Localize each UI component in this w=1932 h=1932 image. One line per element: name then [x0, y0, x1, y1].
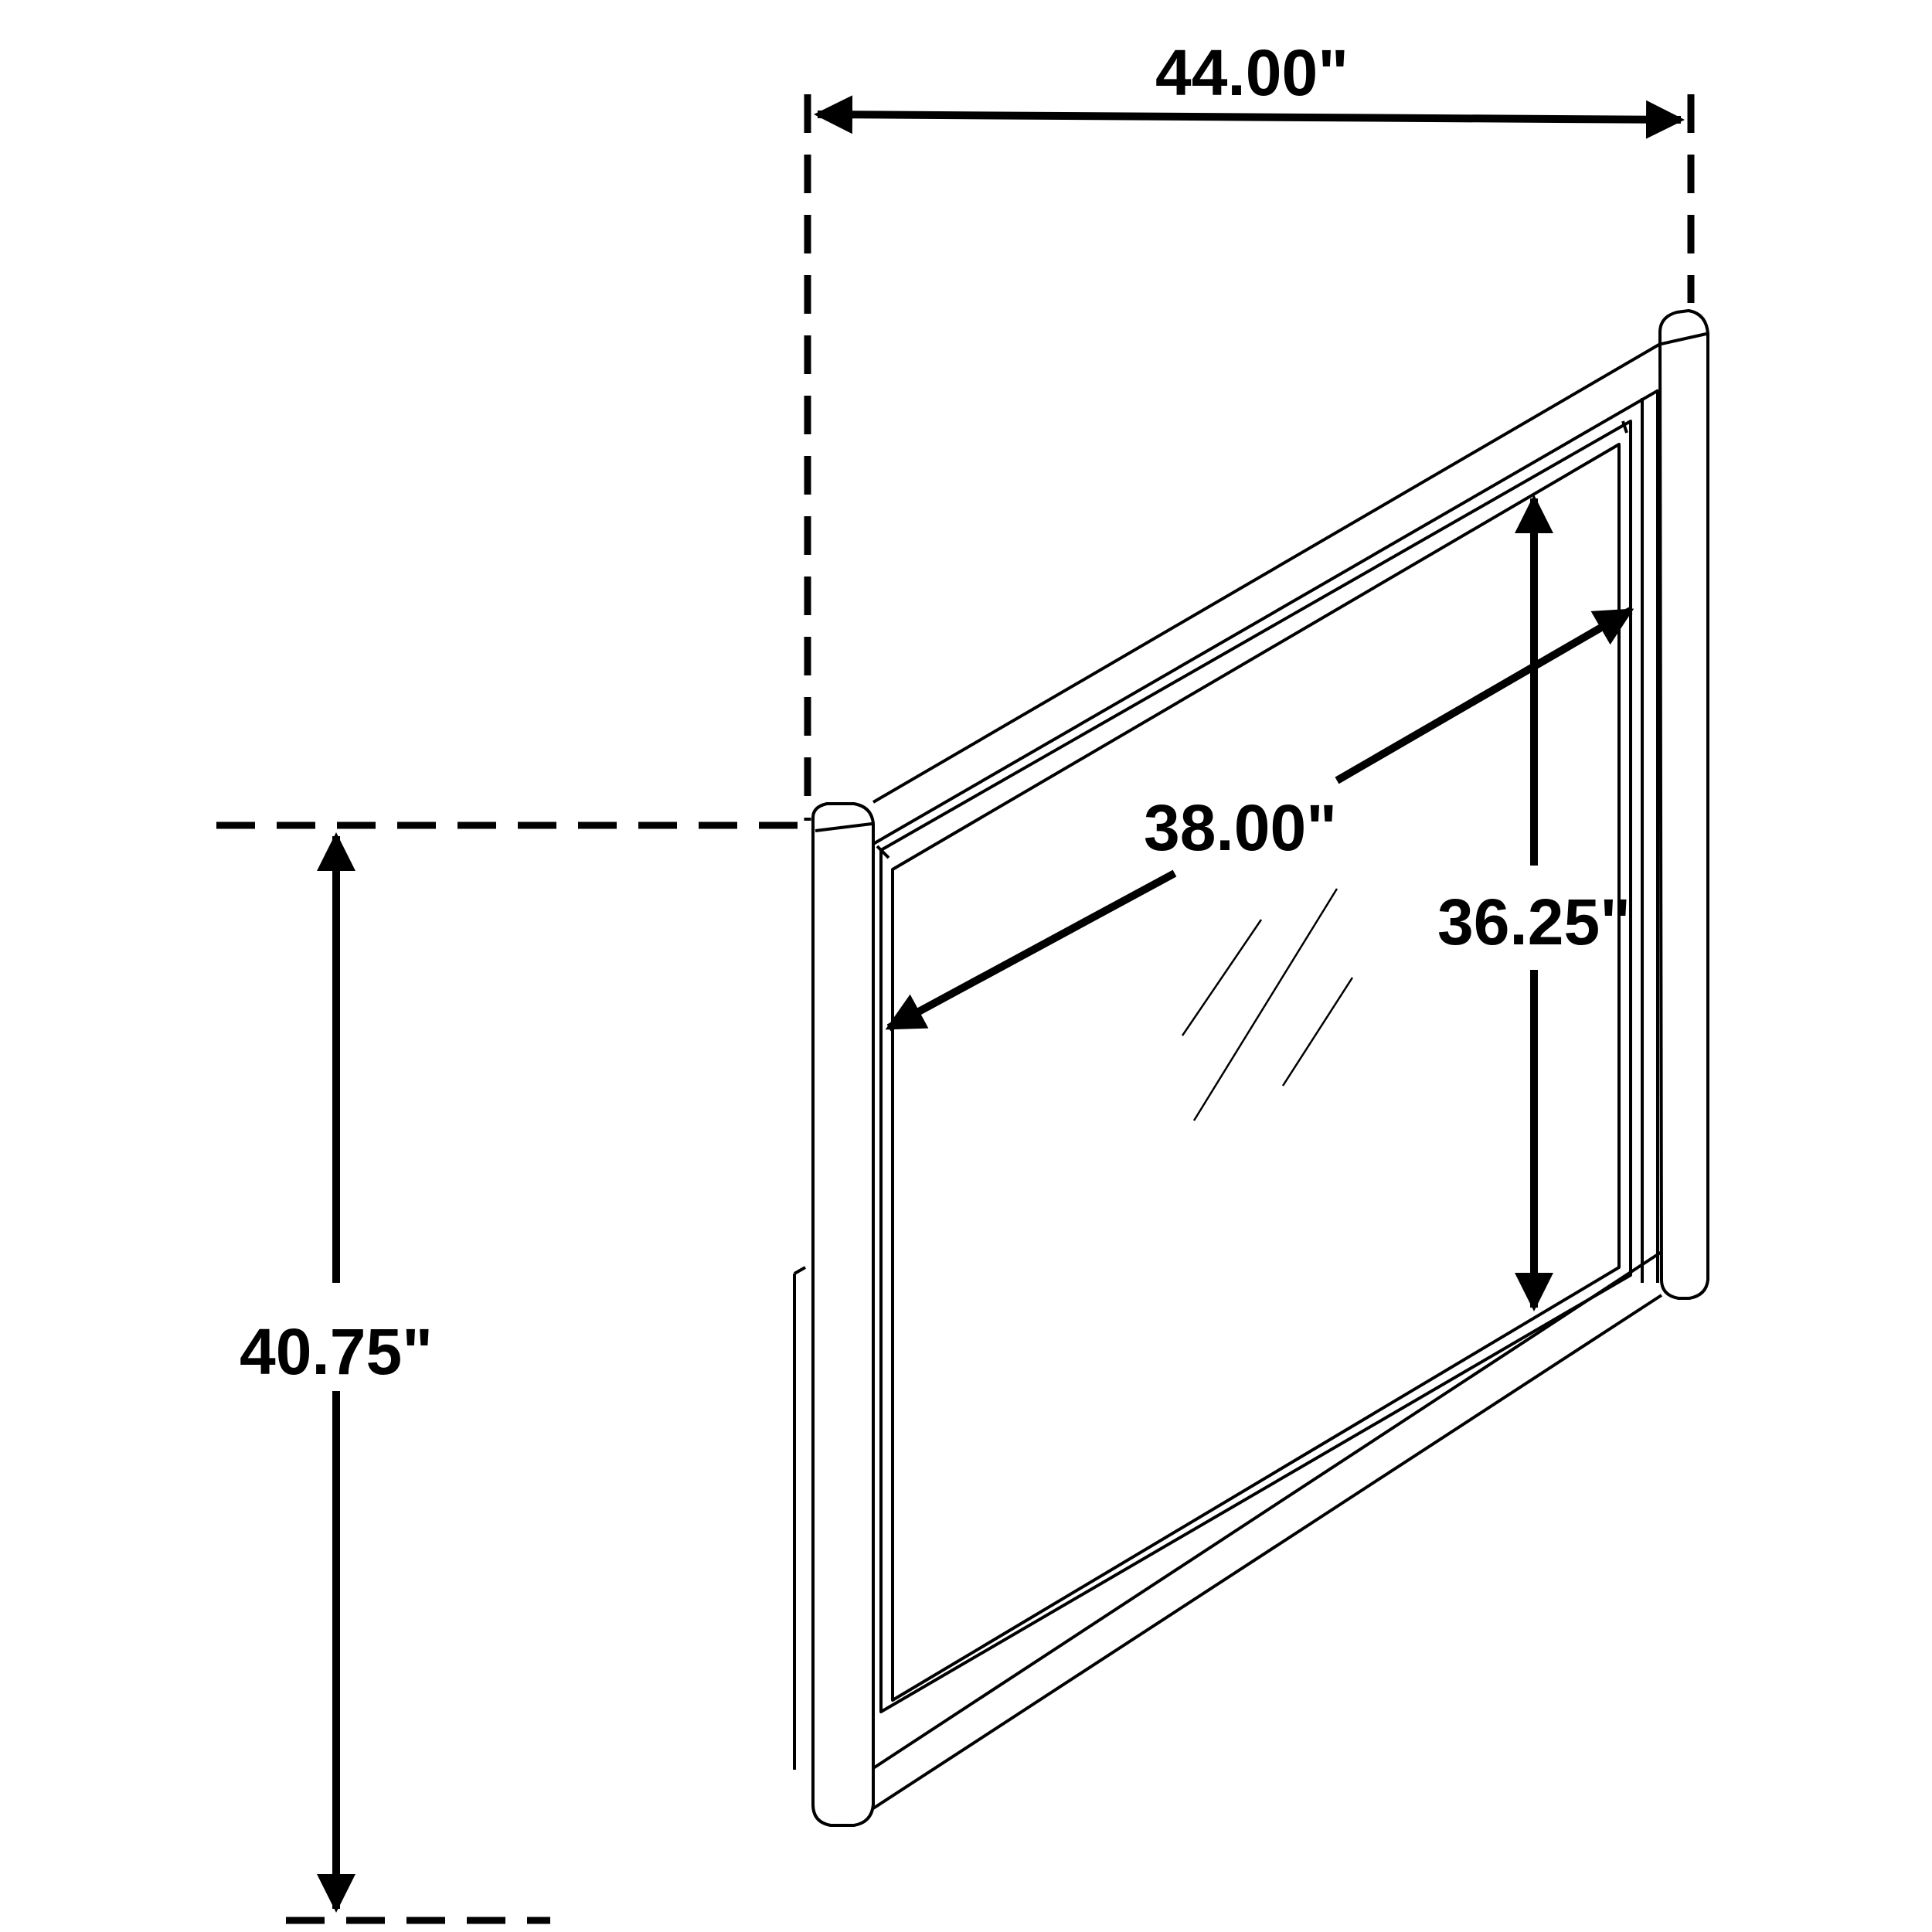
moulding-inner — [891, 443, 1621, 1702]
moulding-outer — [879, 420, 1632, 1713]
reflection-line-3 — [1281, 977, 1354, 1087]
mirror-drawing — [793, 309, 1709, 1827]
right-post-edge — [1661, 332, 1707, 345]
glass-height-label: 36.25" — [1437, 886, 1631, 958]
extension-lines — [216, 94, 1695, 1924]
bevel-top-right — [1621, 420, 1628, 434]
left-post-edge — [815, 822, 872, 832]
bevel-top-left — [876, 845, 890, 859]
left-support-2 — [794, 1266, 806, 1275]
right-post — [1658, 309, 1709, 1300]
width-arrow — [814, 95, 1685, 139]
bottom-rail-inner-edge — [872, 1250, 1663, 1770]
dimension-arrows — [317, 95, 1685, 1913]
overall-width-label: 44.00" — [1155, 36, 1349, 109]
reflection-line-1 — [1181, 919, 1263, 1036]
glass-width-arrow-upper — [1335, 607, 1634, 784]
top-rail-inner-edge — [872, 389, 1660, 845]
overall-height-label: 40.75" — [240, 1315, 433, 1388]
glass-reflection — [1181, 888, 1354, 1121]
glass-width-arrow-lower — [885, 869, 1177, 1032]
bottom-rail-outer-edge — [872, 1294, 1663, 1810]
reflection-line-2 — [1192, 888, 1338, 1121]
top-rail-outer-edge — [872, 342, 1663, 804]
left-post — [811, 802, 875, 1827]
glass-width-label: 38.00" — [1144, 791, 1337, 864]
